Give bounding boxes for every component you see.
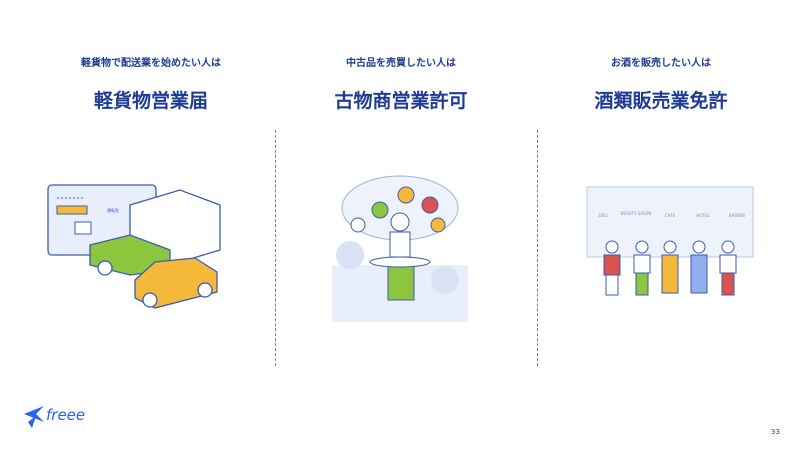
page-number: 33 (771, 428, 780, 436)
divider (537, 130, 538, 366)
divider (275, 130, 276, 366)
column-title: 軽貨物営業届 (93, 90, 208, 112)
column-subtitle: 軽貨物で配送業を始めたい人は (81, 58, 221, 69)
truck-car-illustration: 運転免 (47, 184, 221, 309)
bird-icon (24, 406, 44, 428)
shop-sign: DELI (598, 213, 607, 218)
column-subtitle: お酒を販売したい人は (611, 58, 711, 69)
shop-sign: BARBER (729, 213, 746, 218)
shop-sign: CAFE (665, 213, 676, 218)
column-title: 古物商営業許可 (334, 90, 468, 112)
column-title: 酒類販売業免許 (594, 90, 728, 112)
shop-staff-illustration: DELI BEAUTY SALON CAFE HOTEL BARBER (586, 186, 754, 296)
shop-sign: BEAUTY SALON (621, 211, 652, 216)
freee-logo: freee (22, 400, 102, 436)
column-subtitle: 中古品を売買したい人は (346, 58, 456, 69)
shop-sign: HOTEL (696, 213, 710, 218)
antique-dealer-illustration (332, 175, 468, 322)
license-card-text: 運転免 (107, 207, 119, 213)
svg-text:freee: freee (46, 406, 85, 424)
